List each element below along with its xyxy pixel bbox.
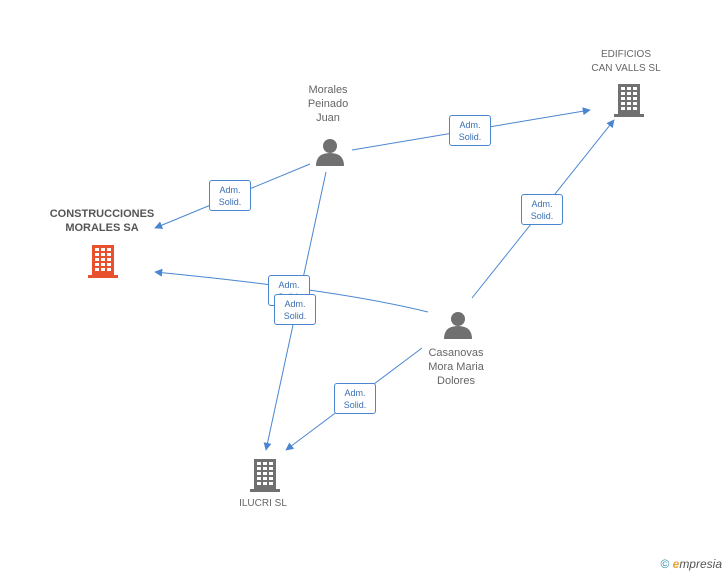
footer-brand: © empresia — [660, 557, 722, 571]
edge-label-adm-solid[interactable]: Adm. Solid. — [274, 294, 316, 325]
person-icon[interactable] — [316, 139, 344, 166]
brand-logo-e: e — [672, 557, 680, 571]
copyright-icon: © — [660, 557, 670, 571]
edge-label-adm-solid[interactable]: Adm. Solid. — [334, 383, 376, 414]
building-icon[interactable] — [250, 459, 280, 492]
building-icon[interactable] — [614, 84, 644, 117]
company-label-edificios[interactable]: EDIFICIOS CAN VALLS SL — [591, 49, 661, 74]
brand-name: mpresia — [679, 557, 722, 571]
person-label-casanovas[interactable]: Casanovas Mora Maria Dolores — [428, 347, 484, 387]
edge-label-adm-solid[interactable]: Adm. Solid. — [209, 180, 251, 211]
edge-casanovas-to-construcciones — [154, 268, 429, 313]
building-icon[interactable] — [88, 245, 118, 278]
company-label-construcciones[interactable]: CONSTRUCCIONES MORALES SA — [49, 208, 155, 234]
edge-label-adm-solid[interactable]: Adm. Solid. — [521, 194, 563, 225]
person-label-morales[interactable]: Morales Peinado Juan — [307, 84, 349, 124]
edge-label-adm-solid[interactable]: Adm. Solid. — [449, 115, 491, 146]
company-label-ilucri[interactable]: ILUCRI SL — [239, 498, 287, 509]
person-icon[interactable] — [444, 312, 472, 339]
